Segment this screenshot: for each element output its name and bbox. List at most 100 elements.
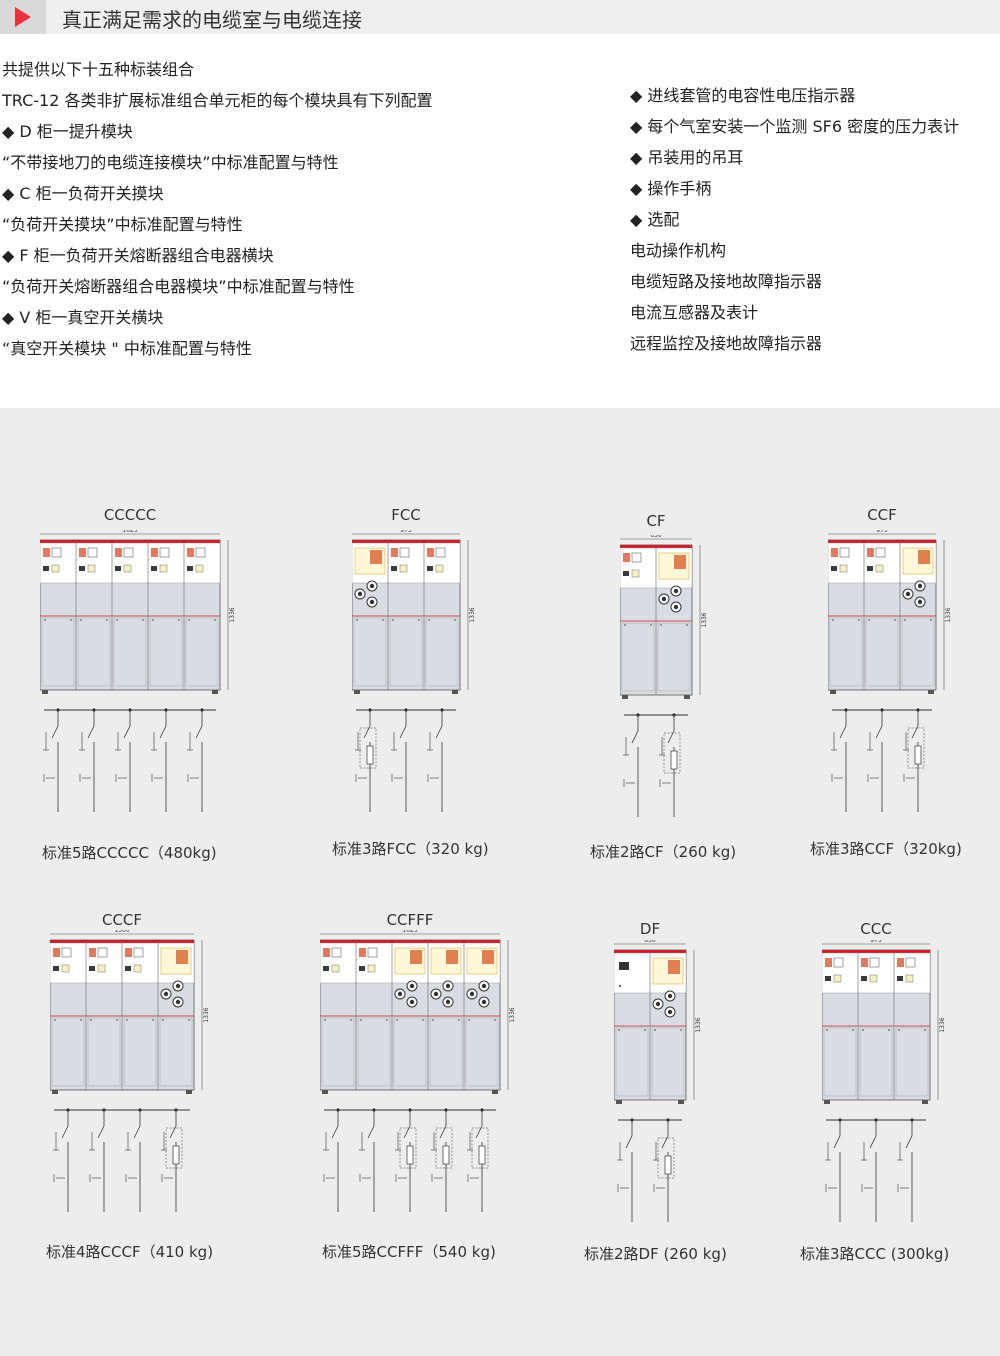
intro-line: ◆ C 柜一负荷开关摸块 — [2, 184, 164, 203]
feature-line: 电流互感器及表计 — [630, 303, 759, 322]
height-label: 1336 — [469, 607, 476, 622]
single-line-diagram — [623, 713, 688, 817]
cabinet-top-bar — [320, 940, 500, 943]
module-c — [111, 543, 147, 690]
foot — [616, 1100, 622, 1104]
intro-line: ◆ D 柜一提升模块 — [2, 122, 133, 141]
height-label: 1336 — [701, 612, 708, 627]
unit-name: FCC — [391, 506, 421, 524]
foot — [684, 695, 690, 699]
module-c — [863, 543, 899, 690]
width-label: 975 — [876, 530, 888, 534]
cabinet-body — [50, 939, 195, 1094]
module-f — [655, 548, 691, 695]
foot — [824, 1100, 830, 1104]
cabinet-body — [620, 544, 693, 699]
intro-line: “负荷开关熔断器组合电器模块”中标准配置与特性 — [2, 277, 355, 296]
unit-caption: 标准2路DF (260 kg) — [584, 1245, 727, 1263]
unit-caption: 标准4路CCCF（410 kg) — [46, 1243, 214, 1261]
unit-caption: 标准5路CCCCC（480kg) — [42, 844, 217, 862]
foot — [452, 690, 458, 694]
foot — [928, 690, 934, 694]
height-label: 1336 — [945, 607, 952, 622]
feature-line: 远程监控及接地故障指示器 — [630, 334, 823, 353]
module-f — [427, 943, 463, 1090]
cabinet-body — [40, 539, 221, 694]
module-f — [649, 953, 685, 1100]
single-line-diagram — [355, 708, 456, 812]
module-c — [355, 943, 391, 1090]
module-c — [183, 543, 219, 690]
unit-caption: 标准3路CCC (300kg) — [800, 1245, 950, 1263]
feature-line: 电缆短路及接地故障指示器 — [630, 272, 823, 291]
cabinet-body — [822, 949, 931, 1104]
intro-text: 共提供以下十五种标装组合 TRC-12 各类非扩展标准组合单元柜的每个模块具有下列… — [2, 54, 433, 364]
module-f — [899, 543, 935, 690]
module-c — [147, 543, 183, 690]
unit-caption: 标准2路CF（260 kg) — [590, 843, 737, 861]
feature-line: ◆ 吊装用的吊耳 — [630, 148, 744, 167]
foot — [322, 1090, 328, 1094]
foot — [492, 1090, 498, 1094]
width-label: 650 — [650, 535, 662, 539]
width-label: 650 — [644, 940, 656, 944]
intro-line: “真空开关模块 " 中标准配置与特性 — [2, 339, 252, 358]
cabinet-top-bar — [828, 540, 936, 543]
module-c — [85, 943, 121, 1090]
intro-line: TRC-12 各类非扩展标准组合单元柜的每个模块具有下列配置 — [2, 91, 433, 110]
foot — [186, 1090, 192, 1094]
unit-name: DF — [639, 920, 661, 938]
unit-name: CCFFF — [386, 911, 434, 929]
cabinet-top-bar — [620, 545, 692, 548]
height-label: 1336 — [203, 1007, 210, 1022]
unit-caption: 标准5路CCFFF（540 kg) — [322, 1243, 496, 1261]
intro-line: ◆ V 柜一真空开关横块 — [2, 308, 164, 327]
intro-line: “负荷开关摸块”中标准配置与特性 — [2, 215, 243, 234]
single-line-diagram — [53, 1108, 190, 1212]
single-line-diagram — [43, 708, 216, 812]
feature-line: 电动操作机构 — [630, 241, 727, 260]
unit-caption: 标准3路FCC（320 kg) — [332, 840, 489, 858]
foot — [354, 690, 360, 694]
cabinet-top-bar — [822, 950, 930, 953]
cabinet-body — [614, 949, 687, 1104]
cabinet-body — [320, 939, 501, 1094]
intro-line: “不带接地刀的电缆连接模块”中标准配置与特性 — [2, 153, 339, 172]
height-label: 1336 — [509, 1007, 516, 1022]
module-f — [157, 943, 193, 1090]
unit-name: CCCCC — [103, 506, 157, 524]
header-icon-box — [0, 0, 46, 34]
feature-line: ◆ 每个气室安装一个监测 SF6 密度的压力表计 — [630, 117, 960, 136]
module-c — [387, 543, 423, 690]
module-c — [75, 543, 111, 690]
module-c — [621, 552, 655, 692]
intro-line: ◆ F 柜一负荷开关熔断器组合电器横块 — [2, 246, 274, 265]
foot — [622, 695, 628, 699]
foot — [922, 1100, 928, 1104]
feature-line: ◆ 操作手柄 — [630, 179, 712, 198]
cabinet-drawing: 650 1336 — [620, 535, 708, 817]
cabinet-top-bar — [40, 540, 220, 543]
module-f — [353, 547, 387, 687]
module-c — [121, 943, 157, 1090]
cabinet-top-bar — [50, 940, 194, 943]
foot — [678, 1100, 684, 1104]
module-c — [893, 953, 929, 1100]
width-label: 1300 — [114, 930, 129, 934]
module-c — [423, 543, 459, 690]
cabinet-drawing: 1300 1336 — [50, 930, 210, 1212]
cabinet-body — [352, 539, 461, 694]
height-label: 1336 — [939, 1017, 946, 1032]
cabinet-top-bar — [614, 950, 686, 953]
play-triangle-icon — [15, 7, 31, 27]
single-line-diagram — [617, 1118, 682, 1222]
height-label: 1336 — [229, 607, 236, 622]
intro-line: 共提供以下十五种标装组合 — [2, 60, 195, 79]
unit-caption: 标准3路CCF（320kg) — [810, 840, 962, 858]
unit-name: CCF — [867, 506, 897, 524]
module-c — [321, 947, 355, 1087]
module-c — [829, 547, 863, 687]
